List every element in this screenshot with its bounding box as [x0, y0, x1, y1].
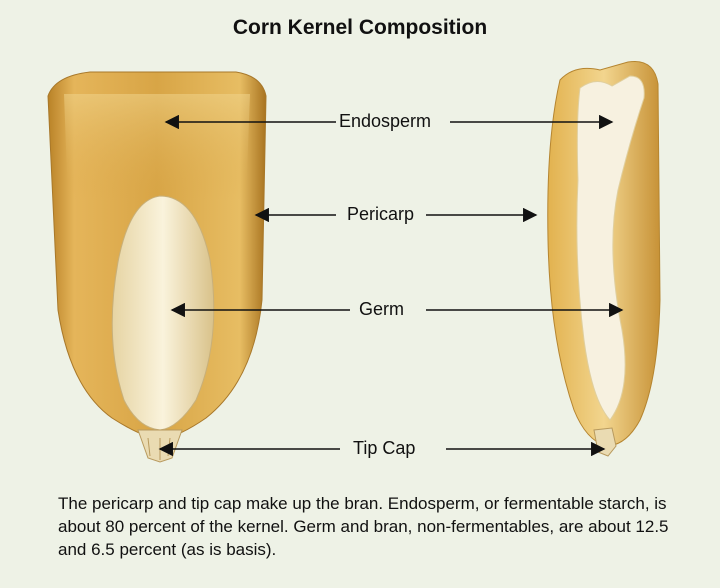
label-pericarp: Pericarp [344, 204, 417, 225]
label-germ: Germ [356, 299, 407, 320]
left-kernel-image [48, 72, 266, 462]
caption-text: The pericarp and tip cap make up the bra… [58, 492, 698, 561]
label-endosperm: Endosperm [336, 111, 434, 132]
right-kernel-image [548, 61, 660, 456]
label-tip-cap: Tip Cap [350, 438, 418, 459]
